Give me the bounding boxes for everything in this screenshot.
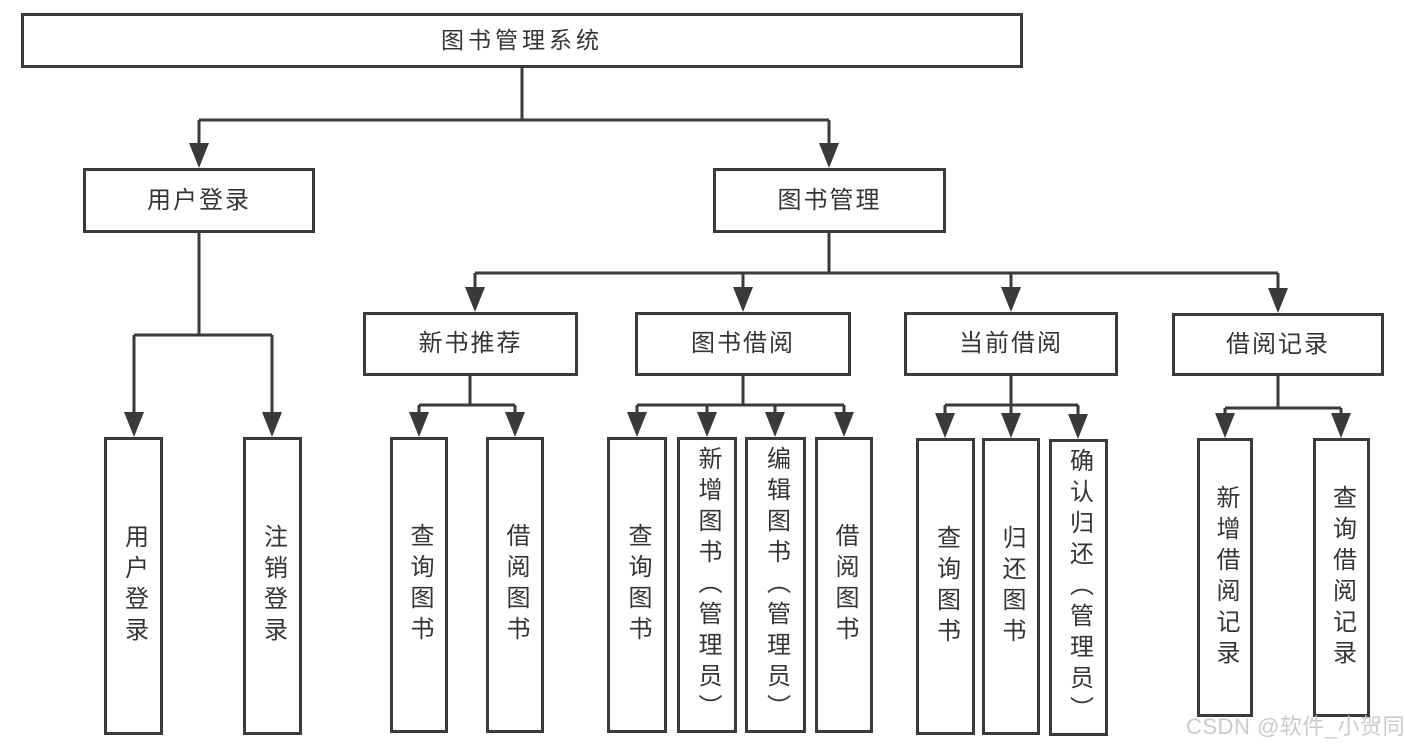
node-leaf-user-login: 用户登录 — [104, 437, 163, 735]
node-label: 用户登录 — [120, 524, 148, 648]
node-label: 确认归还（管理员） — [1065, 448, 1093, 727]
node-label: 借阅图书 — [502, 523, 529, 647]
node-leaf-add-book-admin: 新增图书（管理员） — [677, 437, 737, 733]
node-leaf-query-borrow-record: 查询借阅记录 — [1313, 438, 1370, 717]
node-leaf-borrow-book-1: 借阅图书 — [486, 437, 544, 733]
node-label: 借阅记录 — [1226, 330, 1330, 358]
node-label: 查询图书 — [406, 523, 433, 647]
node-label: 新书推荐 — [418, 330, 523, 357]
node-label: 注销登录 — [259, 524, 287, 648]
node-label: 查询图书 — [624, 523, 651, 647]
node-label: 新增图书（管理员） — [694, 445, 721, 725]
node-label: 查询借阅记录 — [1328, 484, 1356, 671]
node-label: 用户登录 — [147, 186, 251, 214]
node-leaf-borrow-book-2: 借阅图书 — [815, 437, 873, 733]
node-label: 当前借阅 — [959, 330, 1063, 357]
node-label: 图书管理 — [777, 186, 882, 214]
node-label: 新增借阅记录 — [1212, 484, 1239, 671]
node-leaf-query-book-2: 查询图书 — [607, 437, 667, 733]
node-label: 查询图书 — [932, 524, 960, 649]
node-leaf-edit-book-admin: 编辑图书（管理员） — [745, 437, 806, 733]
node-book-management: 图书管理 — [713, 168, 946, 233]
node-label: 图书管理系统 — [441, 27, 603, 53]
node-leaf-logout: 注销登录 — [243, 437, 302, 735]
node-leaf-query-book-3: 查询图书 — [916, 438, 975, 735]
node-label: 编辑图书（管理员） — [762, 445, 790, 725]
node-label: 归还图书 — [998, 524, 1025, 649]
node-leaf-query-book-1: 查询图书 — [390, 437, 448, 733]
node-borrow-records: 借阅记录 — [1172, 313, 1384, 376]
node-book-borrowing: 图书借阅 — [635, 312, 851, 376]
node-leaf-add-borrow-record: 新增借阅记录 — [1197, 438, 1253, 717]
node-user-login: 用户登录 — [83, 168, 315, 233]
node-current-borrowing: 当前借阅 — [904, 312, 1118, 376]
node-new-book-recommend: 新书推荐 — [363, 312, 578, 376]
node-leaf-confirm-return-admin: 确认归还（管理员） — [1049, 439, 1108, 736]
node-root-system: 图书管理系统 — [21, 13, 1023, 68]
node-leaf-return-book: 归还图书 — [982, 438, 1040, 735]
csdn-watermark: CSDN @软件_小贺同学 — [1186, 714, 1405, 739]
node-label: 借阅图书 — [831, 523, 858, 647]
node-label: 图书借阅 — [691, 330, 795, 357]
